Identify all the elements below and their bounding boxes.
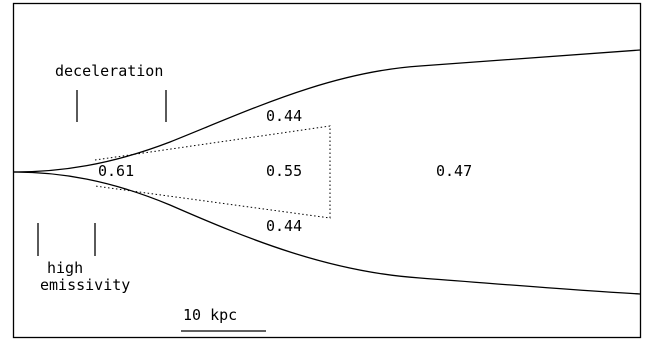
upper-edge-value: 0.44	[266, 107, 302, 125]
emissivity-label: emissivity	[40, 276, 130, 294]
outer-value: 0.47	[436, 162, 472, 180]
inner-spine-region	[94, 125, 331, 219]
scale-bar-label: 10 kpc	[183, 306, 237, 324]
jet-upper-boundary	[13, 49, 641, 173]
deceleration-label: deceleration	[55, 62, 163, 80]
lower-edge-value: 0.44	[266, 217, 302, 235]
inner-center-value: 0.55	[266, 162, 302, 180]
inner-left-value: 0.61	[98, 162, 134, 180]
diagram-frame	[12, 2, 642, 339]
jet-lower-boundary	[13, 171, 641, 295]
high-label: high	[47, 259, 83, 277]
